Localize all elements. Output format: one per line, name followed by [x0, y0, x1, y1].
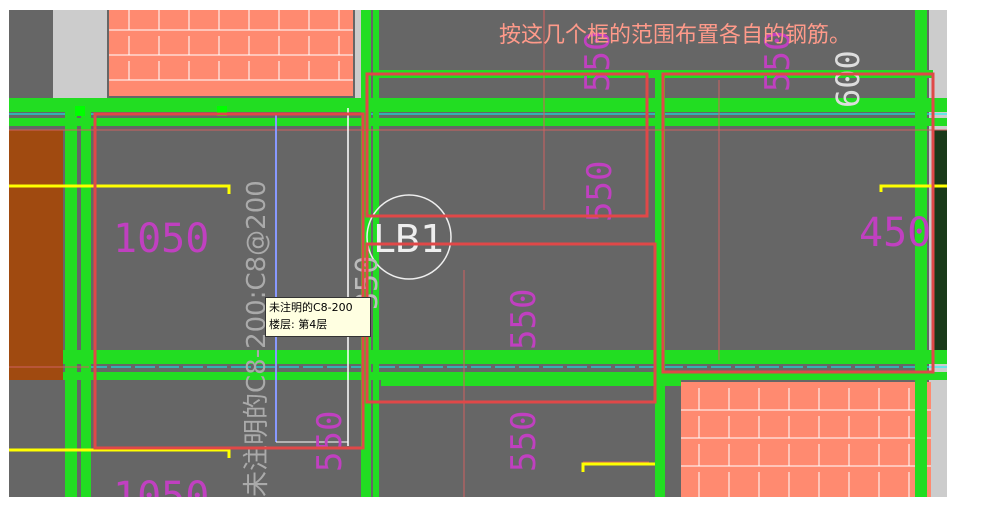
slab-label: LB1: [373, 217, 444, 261]
dark-wall-right: [933, 130, 947, 360]
tooltip-line-1: 未注明的C8-200: [269, 301, 353, 314]
dim-550-bottom-left: 550: [310, 411, 350, 472]
beam-horizontal-middle: [63, 350, 947, 380]
grip-marker-mid[interactable]: [217, 106, 227, 116]
dim-550-bottom-mid: 550: [504, 411, 544, 472]
red-box-left: [93, 112, 365, 450]
beam-horizontal-lower-mid: [381, 378, 681, 386]
slab-label-circle: [366, 194, 452, 280]
beam-vertical-mid-right: [655, 70, 665, 497]
beam-vertical-right: [915, 10, 927, 497]
dim-600: 600: [829, 50, 867, 108]
dim-550-top-left: 550: [578, 31, 618, 92]
beam-horizontal-top: [9, 98, 947, 126]
dim-1050-bottom: 1050: [113, 474, 209, 497]
hover-tooltip: 未注明的C8-200 楼层: 第4层: [265, 297, 371, 337]
red-box-top-mid: [365, 72, 649, 218]
dim-550-mid-upper: 550: [580, 161, 620, 222]
dim-550-mid-lower: 550: [504, 289, 544, 350]
tooltip-line-2: 楼层: 第4层: [269, 318, 328, 331]
dimension-labels: 1050 1050 450 550 550 550 550 550 550: [113, 31, 931, 497]
dim-550-top-right: 550: [758, 31, 798, 92]
hatch-area-bottom-right: [681, 382, 931, 497]
dim-450: 450: [859, 210, 931, 256]
grip-marker-left[interactable]: [75, 106, 85, 116]
column-strip-left: [53, 10, 107, 110]
dim-1050-top: 1050: [113, 216, 209, 262]
brown-wall: [9, 130, 63, 380]
beam-horizontal-upper-right: [373, 70, 933, 78]
annotation-text: 按这几个框的范围布置各自的钢筋。: [499, 23, 851, 48]
hatch-area-top-left: [109, 10, 353, 96]
cad-drawing-canvas[interactable]: LB1 1050 1050 450 550 550 550 550 550 55…: [9, 10, 947, 497]
red-box-right: [661, 72, 935, 374]
yellow-rebar-marks: [9, 184, 947, 472]
axis-lines: [9, 10, 947, 497]
rebar-label: 未注明的C8-200:C8@200: [242, 180, 272, 497]
red-region-boxes: [93, 72, 935, 450]
beam-vertical-left: [65, 110, 91, 497]
